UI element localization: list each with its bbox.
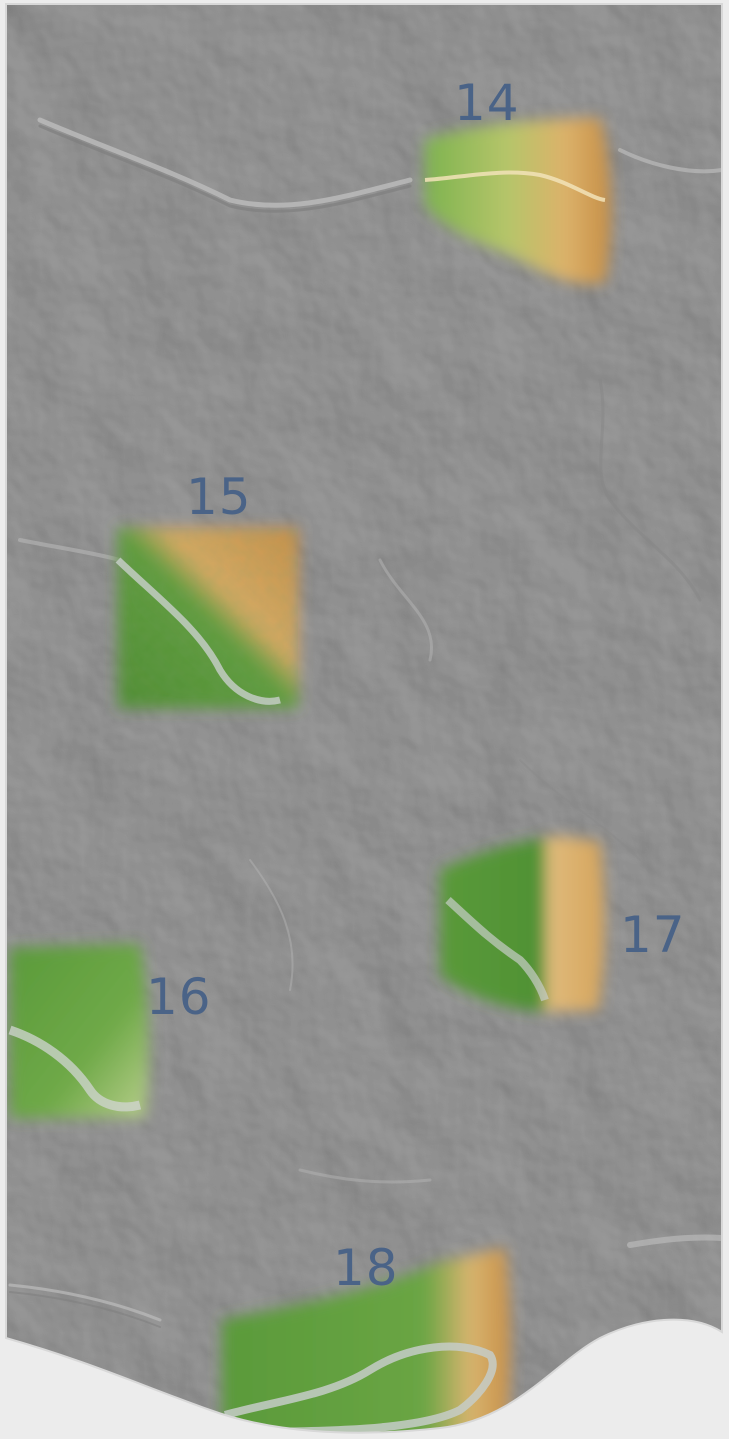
site-label-14: 14: [454, 74, 520, 132]
site-label-18: 18: [333, 1239, 399, 1297]
relief-lines: [8, 117, 722, 1328]
site-label-15: 15: [186, 468, 252, 526]
site-15-inset[interactable]: [115, 528, 298, 708]
site-label-16: 16: [146, 968, 212, 1026]
site-17-inset[interactable]: [440, 836, 605, 1012]
site-14-inset[interactable]: [424, 118, 612, 284]
site-16-inset[interactable]: [8, 944, 149, 1118]
map-frame: [5, 3, 723, 1434]
site-label-17: 17: [620, 906, 686, 964]
site-18-inset[interactable]: [222, 1248, 511, 1439]
